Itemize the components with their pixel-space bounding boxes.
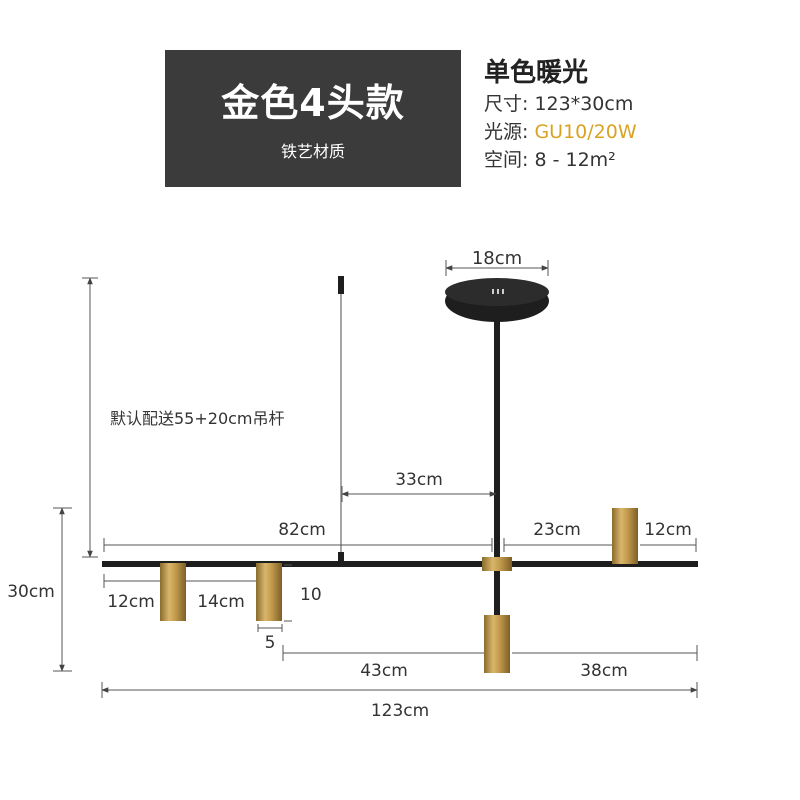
center-joint [482,557,512,571]
spec-space: 空间: 8 - 12m² [484,146,637,174]
label-offset-33: 33cm [395,470,443,490]
hanging-rod [338,276,344,562]
spotlight-3 [612,508,638,564]
label-gap-14: 14cm [197,592,245,612]
label-bar-82: 82cm [278,520,326,540]
spec-space-value: 8 - 12m² [534,149,616,171]
spec-heading: 单色暖光 [484,58,589,88]
horizontal-bar [102,561,698,567]
spec-size: 尺寸: 123*30cm [484,90,637,118]
spotlight-1 [160,563,186,621]
product-title: 金色4头款 [221,81,405,125]
title-panel: 金色4头款 铁艺材质 [165,50,461,187]
spotlight-4 [484,615,510,673]
label-canopy-width: 18cm [472,248,522,269]
label-right-23: 23cm [533,520,581,540]
spec-list: 单色暖光 尺寸: 123*30cm 光源: GU10/20W 空间: 8 - 1… [484,56,637,174]
canopy-group [445,278,549,322]
label-left-12: 12cm [107,592,155,612]
label-right-12: 12cm [644,520,692,540]
label-rod-note: 默认配送55+20cm吊杆 [110,409,285,428]
spec-light: 光源: GU10/20W [484,118,637,146]
dimension-lines [53,260,698,698]
label-cup-width: 5 [265,633,276,653]
center-rod [494,318,500,558]
material-label: 铁艺材质 [280,142,345,161]
label-cup-height: 10 [300,585,322,605]
spotlight-2 [256,563,282,621]
label-span-43: 43cm [360,661,408,681]
center-rod-lower [494,565,500,617]
spec-light-label: 光源: [484,121,535,143]
spec-space-label: 空间: [484,149,535,171]
spec-light-value: GU10/20W [534,121,637,143]
spec-size-label: 尺寸: [484,93,535,115]
spec-size-value: 123*30cm [534,93,634,115]
label-span-38: 38cm [580,661,628,681]
label-total-123: 123cm [371,701,429,721]
label-height-total: 30cm [7,582,55,602]
